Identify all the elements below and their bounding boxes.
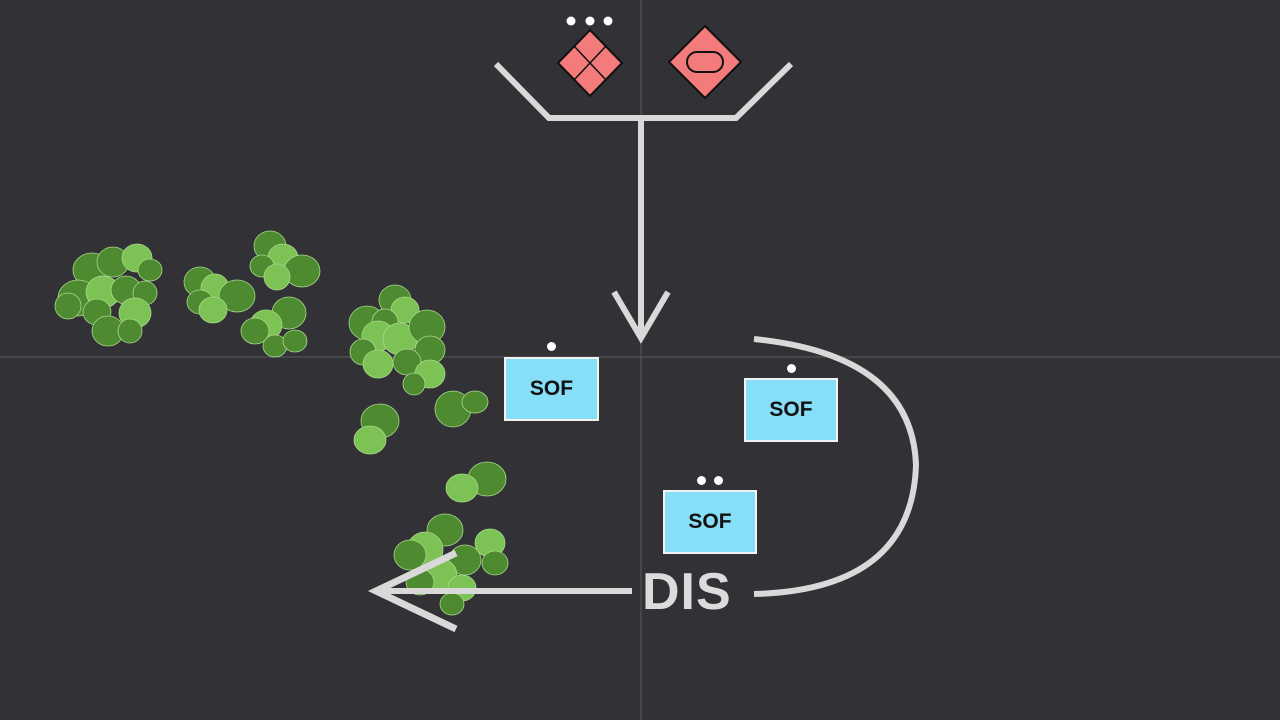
- vegetation-blob: [240, 317, 270, 345]
- vegetation-blob: [461, 390, 489, 414]
- vegetation-blob: [54, 292, 82, 320]
- axis-of-advance-arrowhead: [611, 290, 671, 344]
- vegetation-blob: [481, 550, 509, 576]
- unit-label: SOF: [529, 377, 574, 400]
- vegetation-blob: [117, 318, 143, 344]
- vegetation-blob: [439, 592, 465, 616]
- vegetation-blob: [393, 539, 427, 571]
- vegetation-blob: [392, 348, 422, 376]
- vegetation-blob: [283, 254, 321, 288]
- vegetation-blob: [390, 296, 420, 324]
- platoon-three-dots-icon: [566, 16, 613, 26]
- vegetation-blob: [198, 296, 228, 324]
- unit-label: SOF: [769, 398, 813, 421]
- vegetation-blob: [353, 425, 387, 455]
- echelon-dot: [697, 476, 706, 485]
- vegetation-blob: [362, 349, 394, 379]
- vegetation-blob: [218, 279, 256, 313]
- echelon-dot: [714, 476, 723, 485]
- axis-of-advance-tray: [493, 61, 794, 121]
- armor-oval-diamond-icon: [667, 24, 743, 100]
- friendly-unit-sof-2[interactable]: SOF: [744, 378, 838, 442]
- disrupt-curved-path: [753, 336, 920, 597]
- vegetation-cluster-group: [54, 230, 509, 616]
- friendly-unit-sof-3[interactable]: SOF: [663, 490, 757, 554]
- enemy-unit-armor[interactable]: [667, 24, 743, 100]
- disrupt-arrowhead: [367, 549, 458, 633]
- vegetation-blob: [263, 263, 291, 291]
- task-label-disrupt: DIS: [642, 563, 732, 621]
- unit-label: SOF: [688, 510, 732, 533]
- vegetation-blob: [402, 372, 426, 396]
- vegetation-blob: [137, 258, 163, 282]
- echelon-dot: [547, 342, 556, 351]
- vegetation-blob: [445, 473, 479, 503]
- enemy-unit-infantry[interactable]: [556, 28, 624, 98]
- vegetation-blob: [282, 329, 308, 353]
- friendly-unit-sof-1[interactable]: SOF: [504, 357, 599, 421]
- echelon-dot: [787, 364, 796, 373]
